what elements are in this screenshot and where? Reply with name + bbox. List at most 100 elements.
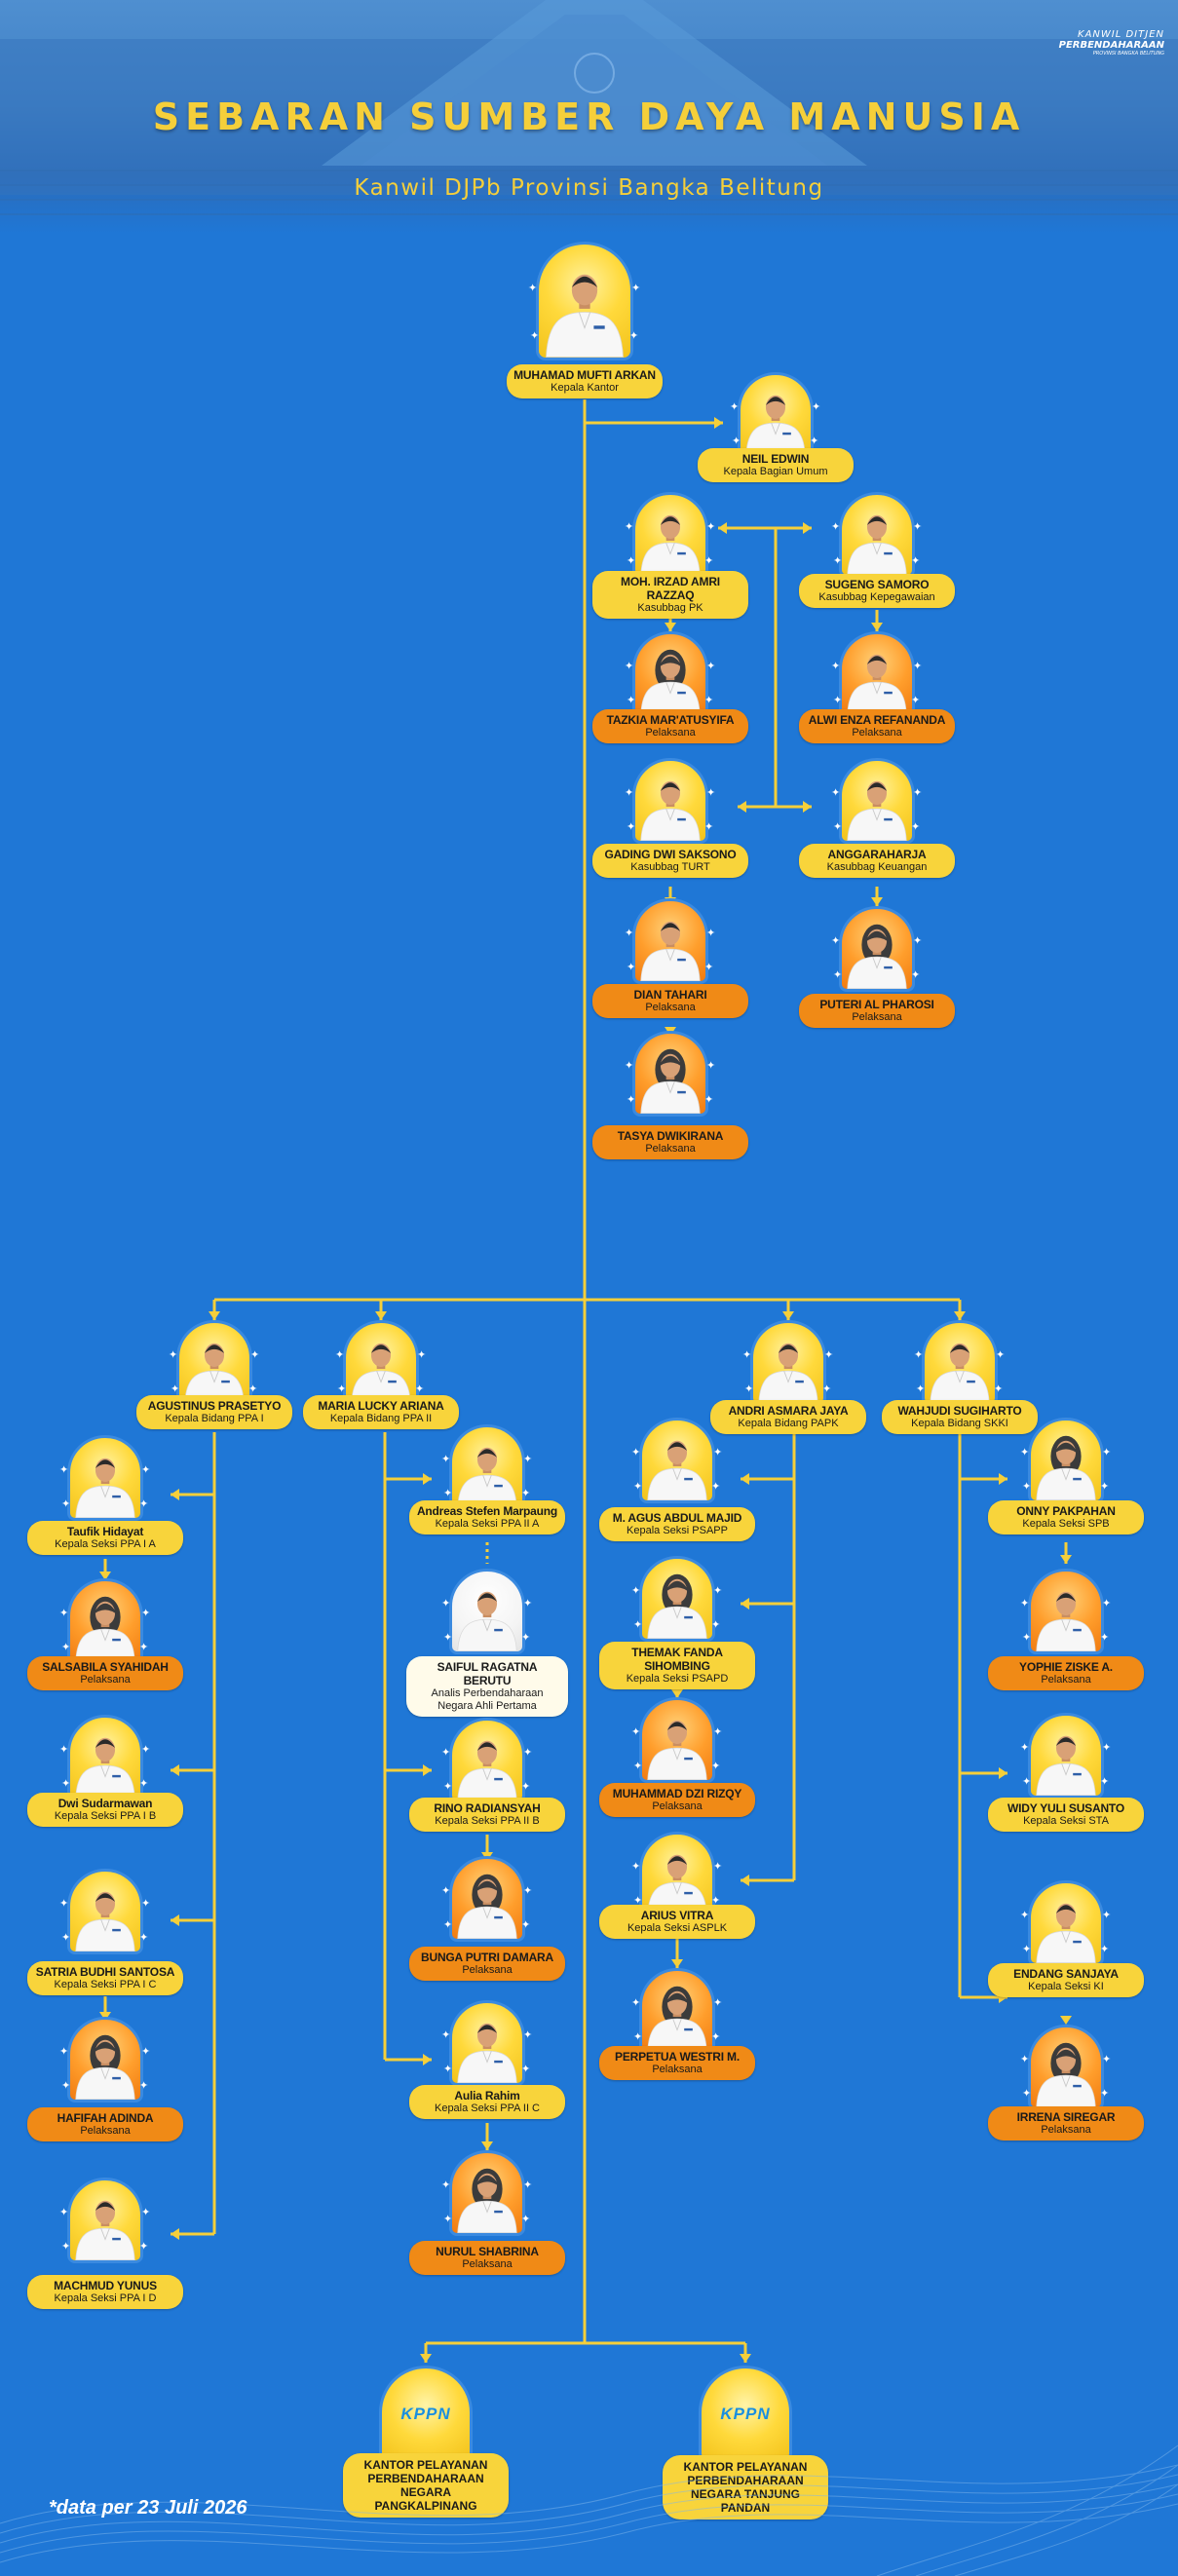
employee-position: Kepala Bidang PPA I — [165, 1413, 264, 1424]
sparkle-icon: ✦ — [523, 1453, 533, 1465]
sparkle-icon: ✦ — [994, 1383, 1004, 1395]
arrow-head — [171, 2228, 179, 2240]
sparkle-icon: ✦ — [996, 1348, 1006, 1361]
employee-name: SAIFUL RAGATNA BERUTU — [437, 1660, 538, 1687]
profile-photo — [536, 242, 633, 360]
arrow-head — [999, 1473, 1007, 1485]
logo-line-3: PROVINSI BANGKA BELITUNG — [1092, 51, 1164, 57]
sparkle-icon: ✦ — [521, 1781, 531, 1793]
employee-name: ANDRI ASMARA JAYA — [728, 1404, 849, 1418]
sparkle-icon: ✦ — [61, 1498, 71, 1510]
employee-position: Pelaksana — [652, 1800, 703, 1812]
person-photo — [75, 1458, 135, 1518]
sparkle-icon: ✦ — [523, 1884, 533, 1897]
sparkle-icon: ✦ — [521, 1919, 531, 1931]
person-photo — [1036, 1591, 1096, 1651]
sparkle-icon: ✦ — [633, 1895, 643, 1907]
sparkle-icon: ✦ — [625, 1059, 634, 1072]
arrow-head — [741, 1473, 749, 1485]
person-photo — [647, 1573, 707, 1639]
employee-position: Kasubbag Kepegawaian — [818, 591, 935, 603]
person-photo — [457, 1874, 517, 1939]
profile-photo — [449, 2150, 525, 2236]
employee-position: Pelaksana — [1041, 2124, 1091, 2136]
profile-photo — [632, 1031, 708, 1117]
sparkle-icon: ✦ — [248, 1383, 258, 1395]
employee-name: MACHMUD YUNUS — [54, 2279, 157, 2292]
person-photo — [930, 1343, 990, 1403]
employee-name: ONNY PAKPAHAN — [1016, 1504, 1116, 1518]
employee-name: RINO RADIANSYAH — [434, 1801, 541, 1815]
sparkle-icon: ✦ — [704, 1094, 714, 1106]
sparkle-icon: ✦ — [913, 520, 923, 533]
sparkle-icon: ✦ — [625, 786, 634, 799]
employee-name: ENDANG SANJAYA — [1013, 1967, 1119, 1981]
sparkle-icon: ✦ — [824, 1348, 834, 1361]
sparkle-icon: ✦ — [833, 555, 843, 567]
profile-photo — [67, 1715, 143, 1800]
employee-name: MARIA LUCKY ARIANA — [318, 1399, 444, 1413]
arrow-head — [423, 1764, 432, 1776]
profile-photo — [67, 1578, 143, 1664]
sparkle-icon: ✦ — [833, 969, 843, 981]
sparkle-icon: ✦ — [633, 1761, 643, 1772]
employee-position: Kepala Seksi PSAPP — [627, 1525, 728, 1536]
sparkle-icon: ✦ — [1022, 1632, 1032, 1644]
profile-photo — [1028, 1418, 1104, 1503]
sparkle-icon: ✦ — [1102, 1597, 1112, 1610]
arrow-head — [99, 1572, 111, 1580]
sparkle-icon: ✦ — [139, 2241, 149, 2253]
employee-position: Kepala Bagian Umum — [723, 466, 828, 477]
person-photo — [457, 2023, 517, 2083]
arrow-head — [803, 522, 812, 534]
employee-name: HAFIFAH ADINDA — [57, 2111, 154, 2125]
employee-name: PERPETUA WESTRI M. — [615, 2050, 740, 2064]
employee-position: Kepala Seksi SPB — [1022, 1518, 1110, 1530]
profile-photo — [1028, 1713, 1104, 1799]
profile-photo — [639, 1418, 715, 1503]
sparkle-icon: ✦ — [441, 2178, 451, 2191]
sparkle-icon: ✦ — [711, 1481, 721, 1493]
employee-position: Pelaksana — [80, 1674, 131, 1686]
sparkle-icon: ✦ — [1100, 1944, 1110, 1955]
sparkle-icon: ✦ — [713, 1860, 723, 1873]
person-photo — [847, 780, 907, 841]
person-photo — [758, 1343, 818, 1403]
employee-name: PUTERI AL PHAROSI — [819, 998, 934, 1011]
employee-name: SATRIA BUDHI SANTOSA — [35, 1965, 175, 1979]
sparkle-icon: ✦ — [627, 555, 636, 567]
employee-name: MOH. IRZAD AMRI RAZZAQ — [621, 575, 720, 602]
sparkle-icon: ✦ — [706, 927, 716, 939]
arrow-head — [1060, 2016, 1072, 2025]
sparkle-icon: ✦ — [913, 786, 923, 799]
profile-photo — [632, 758, 708, 844]
person-photo — [457, 1740, 517, 1800]
sparkle-icon: ✦ — [250, 1348, 260, 1361]
sparkle-icon: ✦ — [1100, 2088, 1110, 2100]
sparkle-icon: ✦ — [415, 1383, 425, 1395]
profile-photo — [67, 2017, 143, 2102]
sparkle-icon: ✦ — [704, 821, 714, 833]
sparkle-icon: ✦ — [521, 2064, 531, 2075]
employee-name: Aulia Rahim — [454, 2089, 520, 2102]
kppn-name-label: KANTOR PELAYANAN PERBENDAHARAAN NEGARA T… — [663, 2455, 828, 2519]
sparkle-icon: ✦ — [631, 1446, 641, 1458]
employee-position: Kepala Seksi PPA II A — [435, 1518, 540, 1530]
sparkle-icon: ✦ — [1020, 1909, 1030, 1921]
profile-photo — [738, 372, 814, 458]
sparkle-icon: ✦ — [913, 934, 923, 947]
sparkle-icon: ✦ — [443, 2064, 453, 2075]
profile-photo — [750, 1320, 826, 1406]
employee-position: Pelaksana — [80, 2125, 131, 2137]
employee-name: NURUL SHABRINA — [436, 2245, 539, 2258]
profile-photo — [632, 631, 708, 717]
sparkle-icon: ✦ — [625, 927, 634, 939]
profile-photo — [449, 1569, 525, 1654]
arrow-head — [423, 2054, 432, 2065]
